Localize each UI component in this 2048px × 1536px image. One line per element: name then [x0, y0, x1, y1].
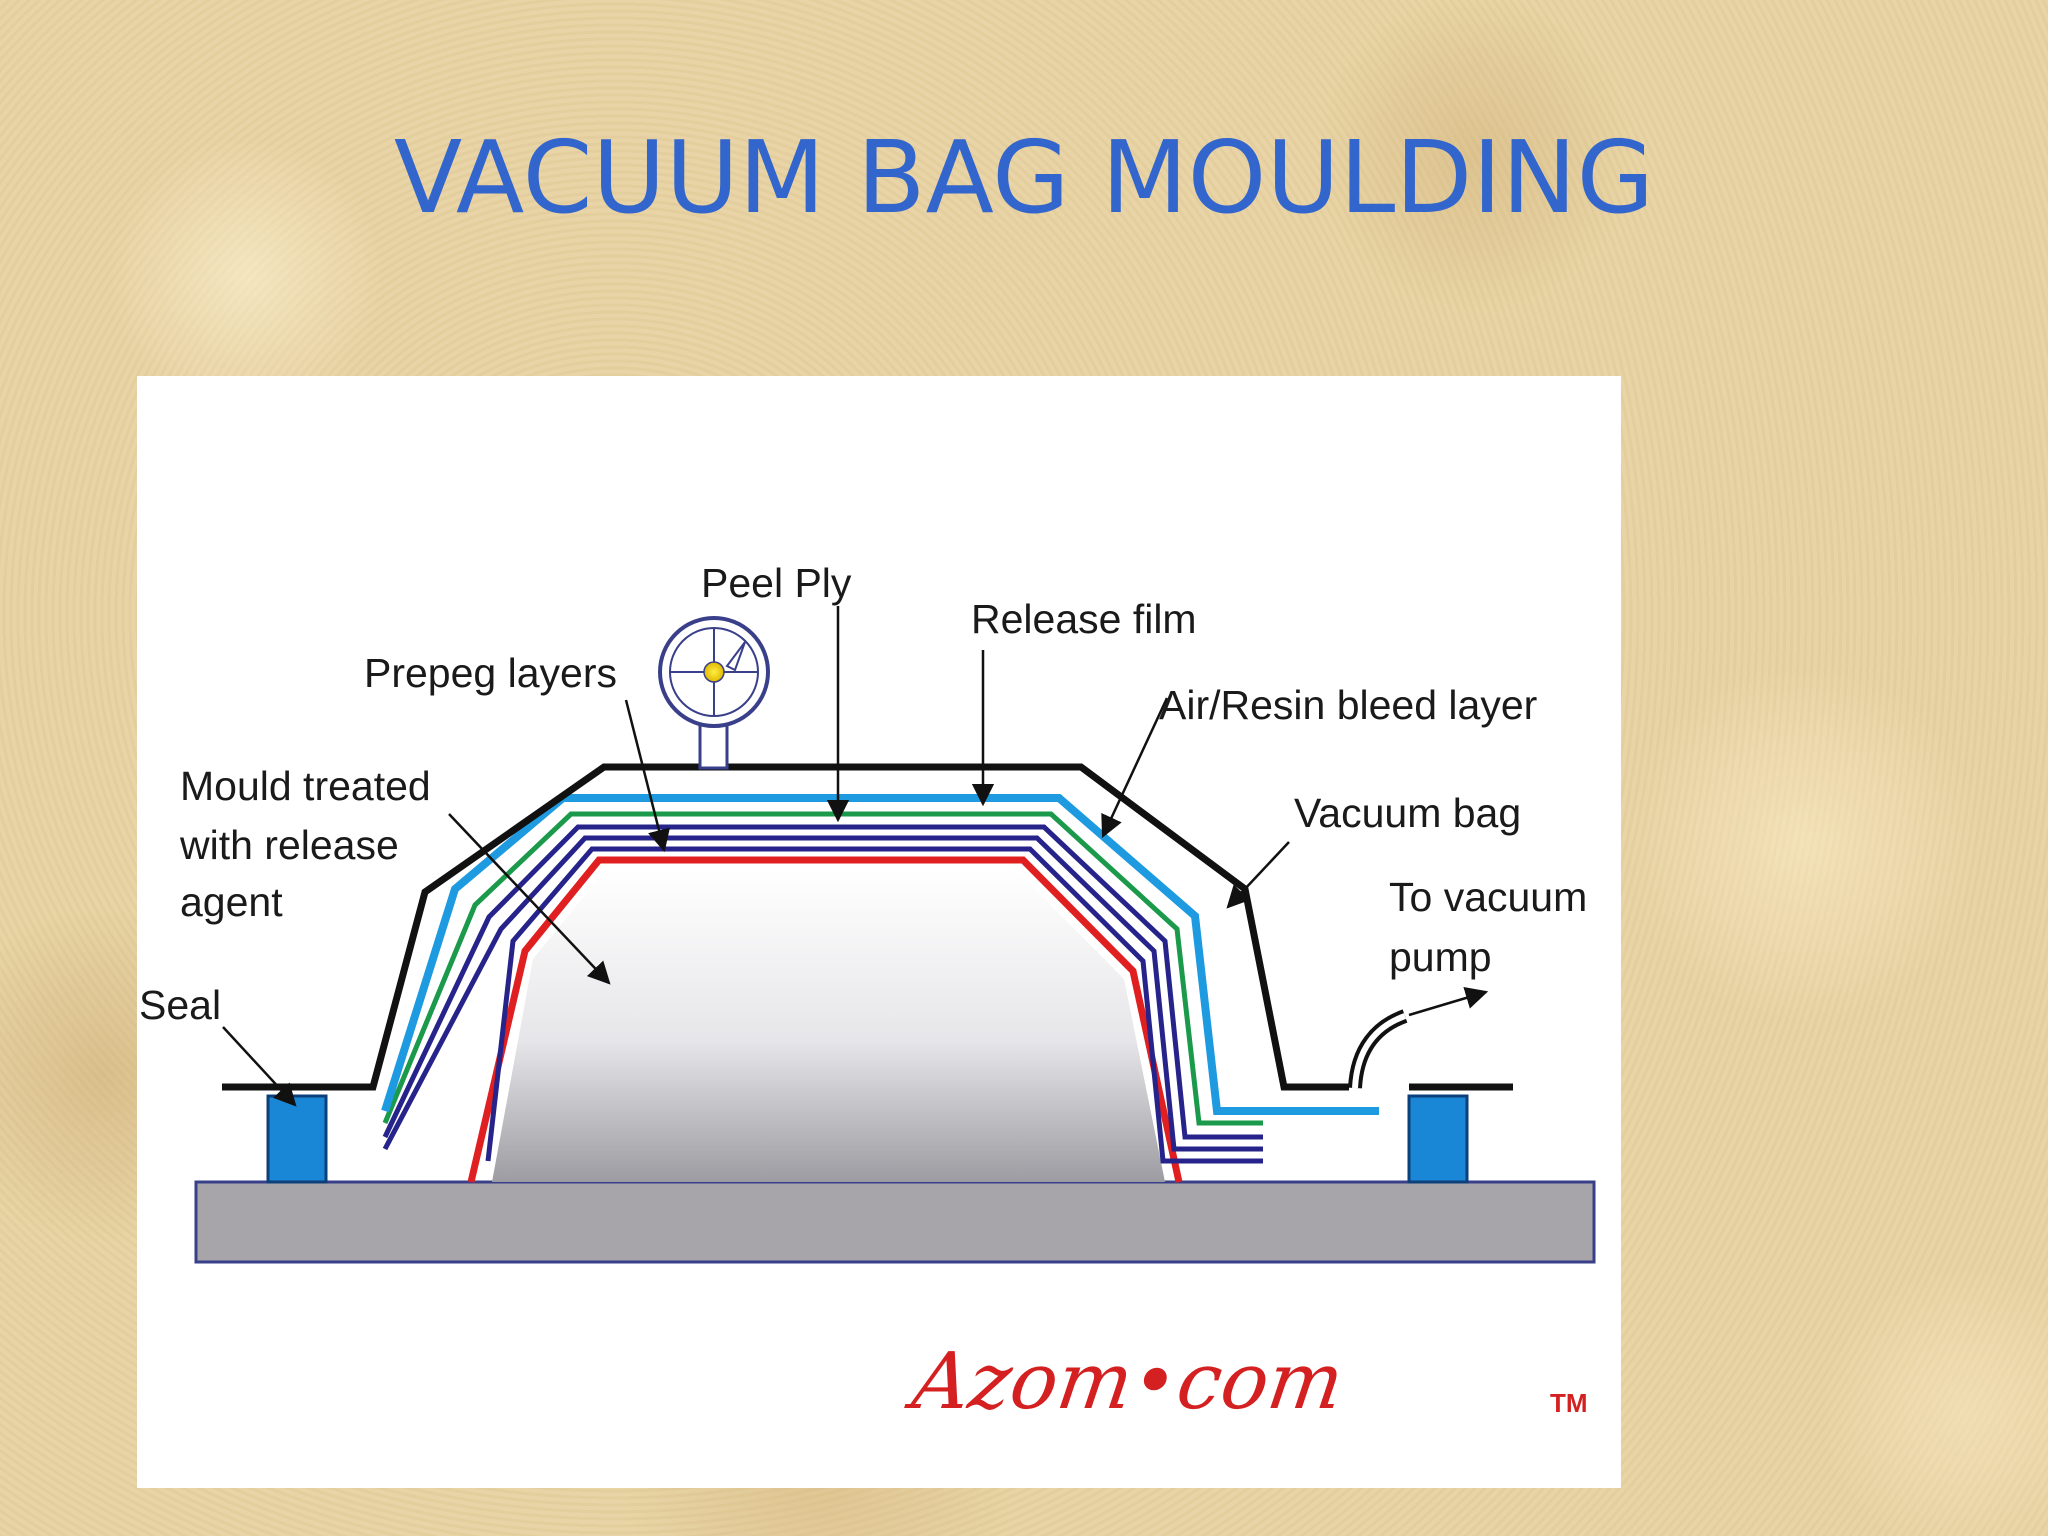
vacuum-bag-line	[222, 763, 1349, 1091]
label-mould-line-3: agent	[180, 879, 283, 925]
slide-title: VACUUM BAG MOULDING	[393, 119, 1655, 236]
azom-trademark: TM	[1550, 1388, 1588, 1418]
bleed-layer-arrow	[1101, 697, 1169, 839]
prepreg-layer-3	[382, 824, 1263, 1140]
vacuum-bag-arrow	[1226, 841, 1290, 909]
label-seal: Seal	[139, 982, 221, 1028]
vacuum-outlet-pipe-inner	[1352, 1013, 1407, 1089]
mould-arrow	[448, 813, 611, 985]
seal-arrow	[222, 1026, 297, 1107]
mould-body	[492, 869, 1165, 1182]
bleed-layer-line	[381, 794, 1379, 1115]
base-plate	[194, 1180, 1596, 1264]
label-mould-line-2: with release	[179, 822, 399, 868]
label-prepeg-layers: Prepeg layers	[364, 650, 617, 696]
prepeg-layers-arrow	[624, 699, 670, 853]
label-release-film: Release film	[971, 596, 1197, 642]
prepreg-layer-2	[382, 835, 1263, 1152]
azom-logo: Azom•com TM	[901, 1336, 1587, 1427]
label-peel-ply: Peel Ply	[701, 560, 852, 606]
prepreg-layer-1	[485, 846, 1263, 1164]
seal-left	[266, 1094, 328, 1184]
vacuum-pump-arrow	[1408, 987, 1489, 1017]
release-film-line	[382, 811, 1263, 1126]
pressure-gauge-icon	[658, 616, 770, 770]
label-air-resin-bleed: Air/Resin bleed layer	[1159, 682, 1537, 728]
label-pump-line-2: pump	[1389, 934, 1492, 980]
label-pump-line-1: To vacuum	[1389, 874, 1587, 920]
azom-logo-text: Azom•com	[901, 1336, 1349, 1427]
seal-right	[1407, 1094, 1469, 1184]
diagram-figure: Peel Ply Release film Prepeg layers Air/…	[137, 376, 1621, 1488]
mould-surface-line	[467, 856, 1183, 1183]
label-vacuum-bag: Vacuum bag	[1294, 790, 1521, 836]
label-mould-line-1: Mould treated	[180, 763, 431, 809]
